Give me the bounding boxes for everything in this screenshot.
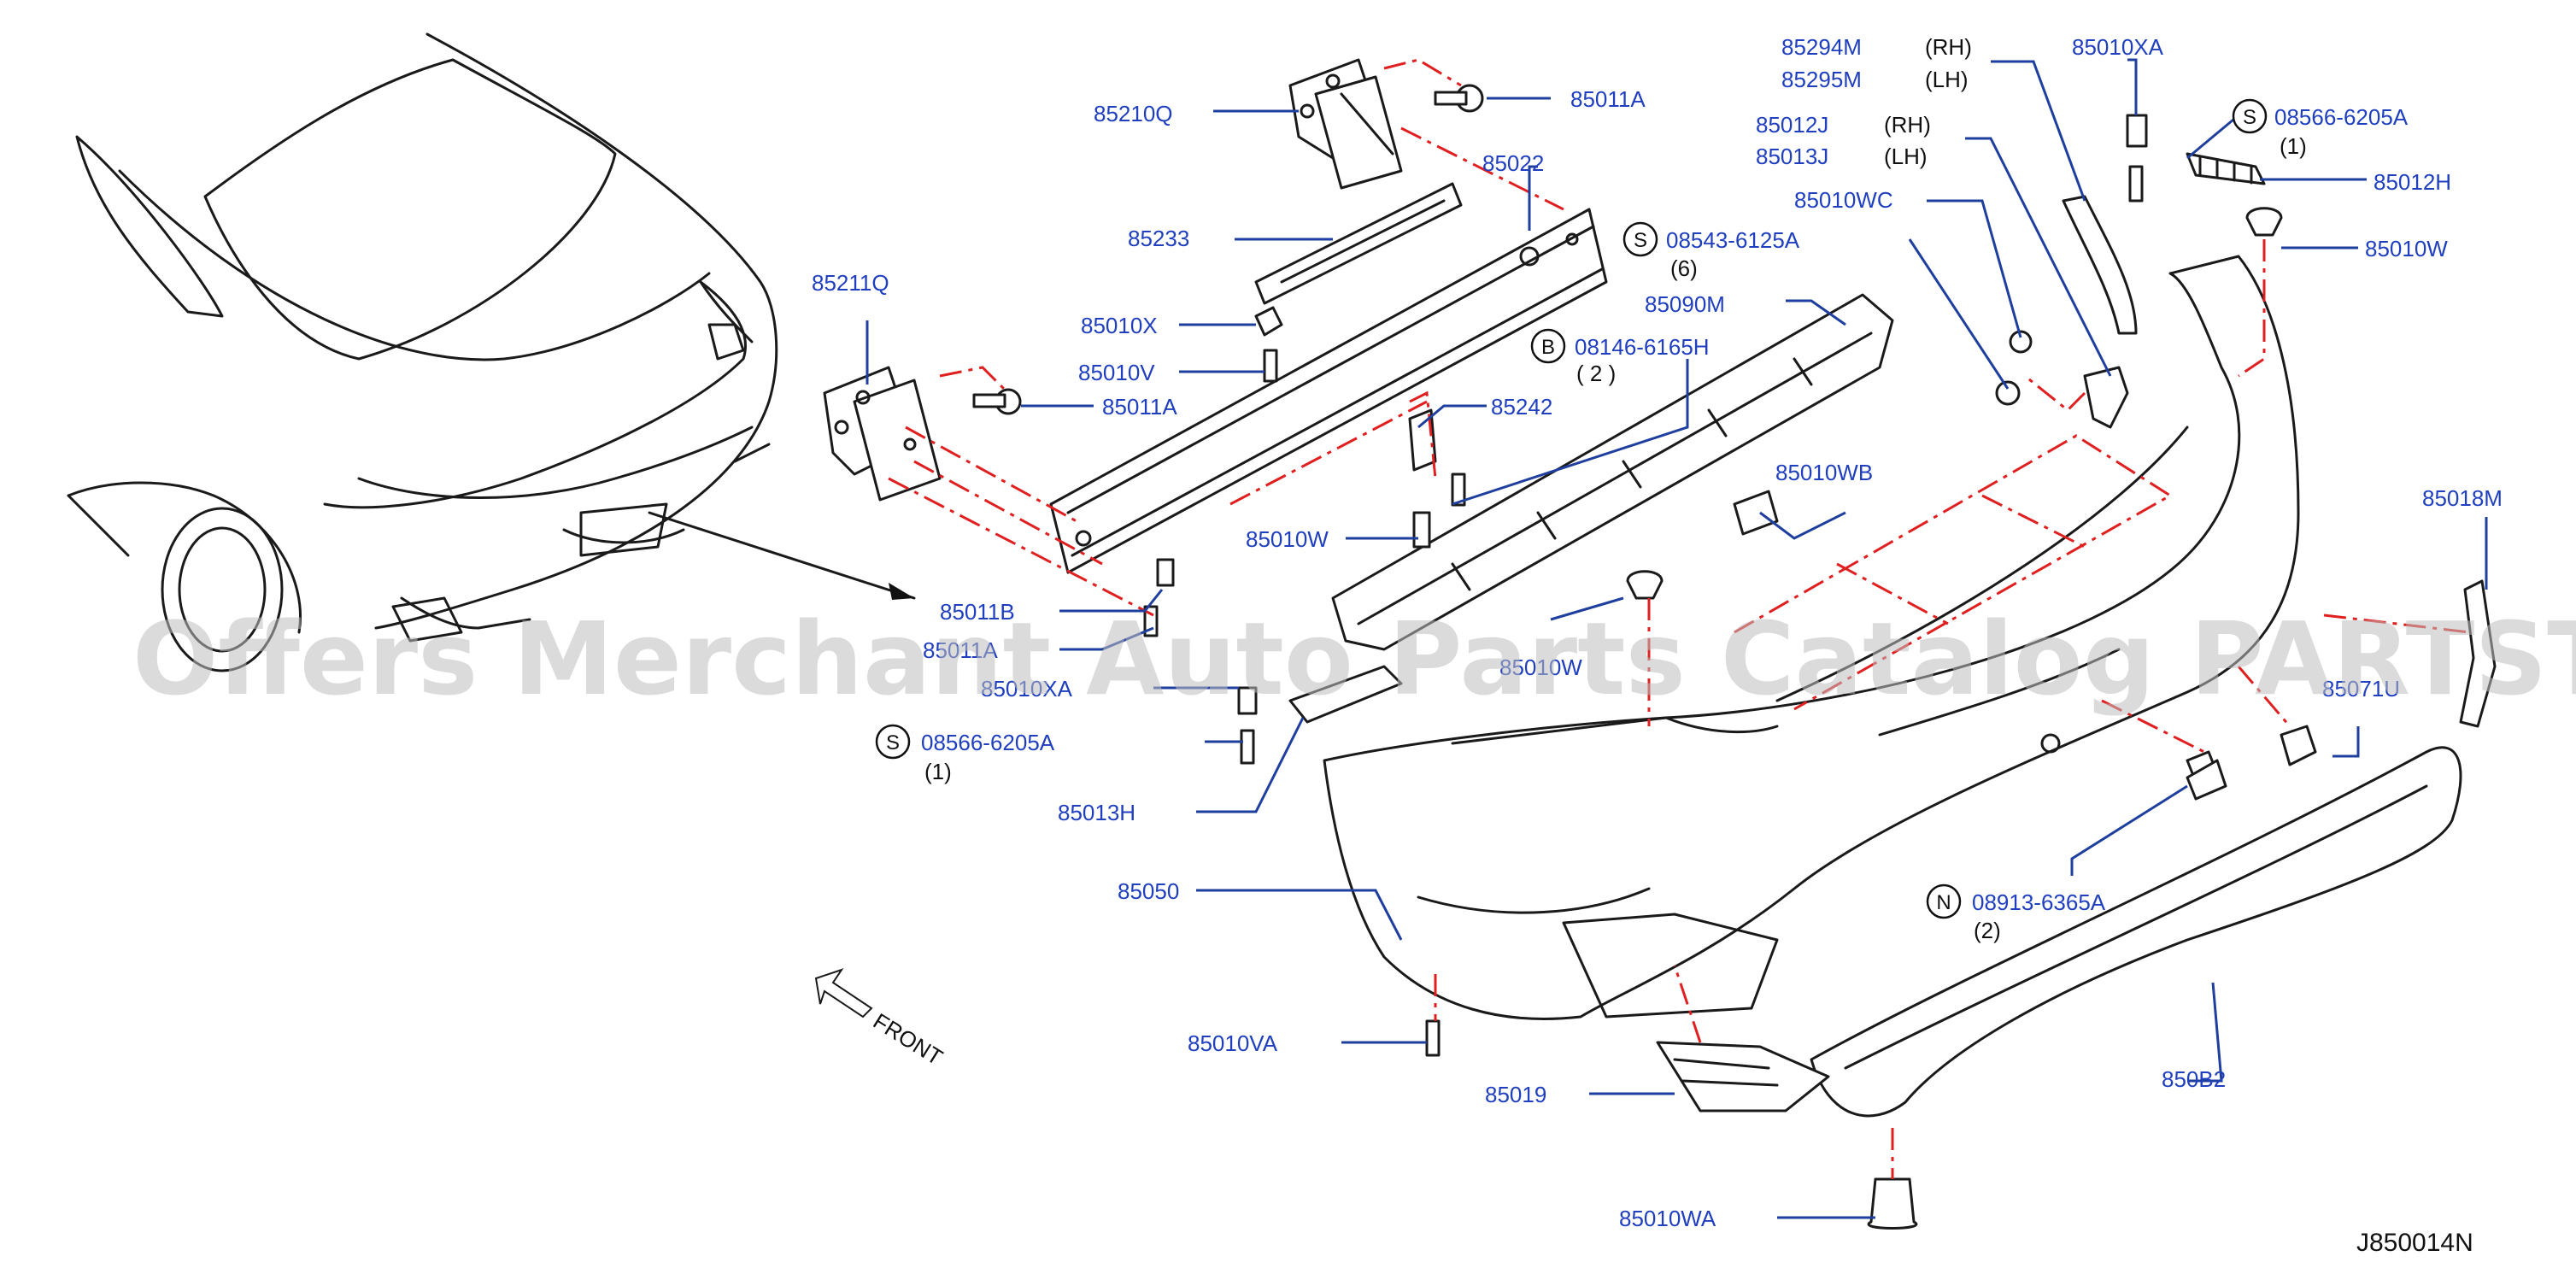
qty-08913: (2) (1974, 918, 2001, 943)
label-85010XA-low: 85010XA (981, 676, 1073, 702)
label-85010V: 85010V (1078, 360, 1155, 385)
label-85013J-side: (LH) (1884, 144, 1928, 169)
label-85090M: 85090M (1645, 291, 1725, 317)
code-letter-08913: N (1936, 891, 1951, 914)
label-85294M-side: (RH) (1925, 34, 1972, 60)
label-85010W-top: 85010W (2365, 236, 2448, 261)
part-labels: 85294M (RH) 85295M (LH) 85010XA 85210Q 8… (812, 34, 2503, 1231)
side-bracket-85018M (2459, 579, 2497, 728)
qty-08566-top: (1) (2280, 133, 2307, 159)
label-85295M: 85295M (1781, 67, 1862, 92)
label-85019: 85019 (1485, 1082, 1546, 1107)
label-85294M: 85294M (1781, 34, 1862, 60)
code-letter-08566-top: S (2243, 106, 2256, 129)
code-letter-08543: S (1634, 229, 1647, 252)
qty-08146: ( 2 ) (1576, 361, 1616, 386)
label-85012J: 85012J (1756, 112, 1828, 138)
label-85010W-low: 85010W (1499, 655, 1582, 680)
front-arrow: FRONT (814, 968, 948, 1071)
reflector-85019 (1656, 1041, 1830, 1112)
bracket-85233 (1254, 182, 1463, 305)
label-85210Q: 85210Q (1094, 101, 1173, 126)
code-letter-08146: B (1541, 336, 1555, 359)
cover-85071U (1408, 408, 2317, 784)
label-85011A-top: 85011A (1570, 86, 1646, 112)
label-85013J: 85013J (1756, 144, 1828, 169)
bracket-85013H (1288, 665, 1403, 724)
watermark: Offers Merchant Auto Parts Catalog PARTS… (132, 600, 2576, 718)
diagram-id: J850014N (2356, 1229, 2473, 1257)
label-85071U: 85071U (2322, 676, 2400, 702)
label-850B2: 850B2 (2162, 1066, 2226, 1092)
bumper-fascia-85050 (1323, 255, 2300, 1020)
car-overview (67, 32, 916, 672)
label-85010WC: 85010WC (1794, 187, 1893, 213)
qty-08543: (6) (1670, 255, 1698, 281)
bracket-85210Q (1288, 58, 1403, 190)
front-label: FRONT (869, 1008, 948, 1071)
label-85010XA-top: 85010XA (2072, 34, 2164, 60)
label-08146-6165H: 08146-6165H (1575, 334, 1710, 360)
label-85010X: 85010X (1081, 313, 1158, 338)
label-85010VA: 85010VA (1188, 1030, 1278, 1056)
label-85233: 85233 (1128, 226, 1189, 251)
label-85012J-side: (RH) (1884, 112, 1931, 138)
bracket-85294M (2062, 195, 2138, 429)
label-85022: 85022 (1482, 150, 1544, 176)
label-85295M-side: (LH) (1925, 67, 1969, 92)
bracket-85211Q (823, 366, 942, 502)
label-85011A-mid: 85011A (1102, 394, 1177, 420)
qty-08566-low: (1) (924, 759, 952, 784)
label-85013H: 85013H (1058, 800, 1135, 825)
diffuser-850B2 (1810, 746, 2462, 1118)
label-85012H: 85012H (2374, 169, 2451, 195)
label-85011B: 85011B (940, 599, 1015, 625)
code-letter-08566-low: S (886, 731, 900, 754)
fasteners (972, 84, 2283, 1230)
label-85011A-low: 85011A (923, 637, 998, 663)
label-85018M: 85018M (2422, 485, 2503, 511)
label-08566-6205A-low: 08566-6205A (921, 730, 1055, 755)
label-08913-6365A: 08913-6365A (1972, 889, 2106, 915)
label-85211Q: 85211Q (812, 270, 889, 296)
label-85050: 85050 (1118, 878, 1179, 904)
leader-lines (866, 58, 2488, 1219)
label-85242: 85242 (1491, 394, 1552, 420)
label-08543-6125A: 08543-6125A (1666, 227, 1800, 253)
label-85010WA: 85010WA (1619, 1206, 1716, 1231)
label-08566-6205A-top: 08566-6205A (2274, 104, 2409, 130)
assembly-guides (888, 58, 2470, 1179)
absorber-85090M (1331, 293, 1894, 651)
clip-85012H (2186, 152, 2266, 185)
label-85010WB: 85010WB (1775, 460, 1873, 485)
reinforcement-85022 (1049, 208, 1608, 574)
label-85010W-mid: 85010W (1246, 526, 1329, 552)
